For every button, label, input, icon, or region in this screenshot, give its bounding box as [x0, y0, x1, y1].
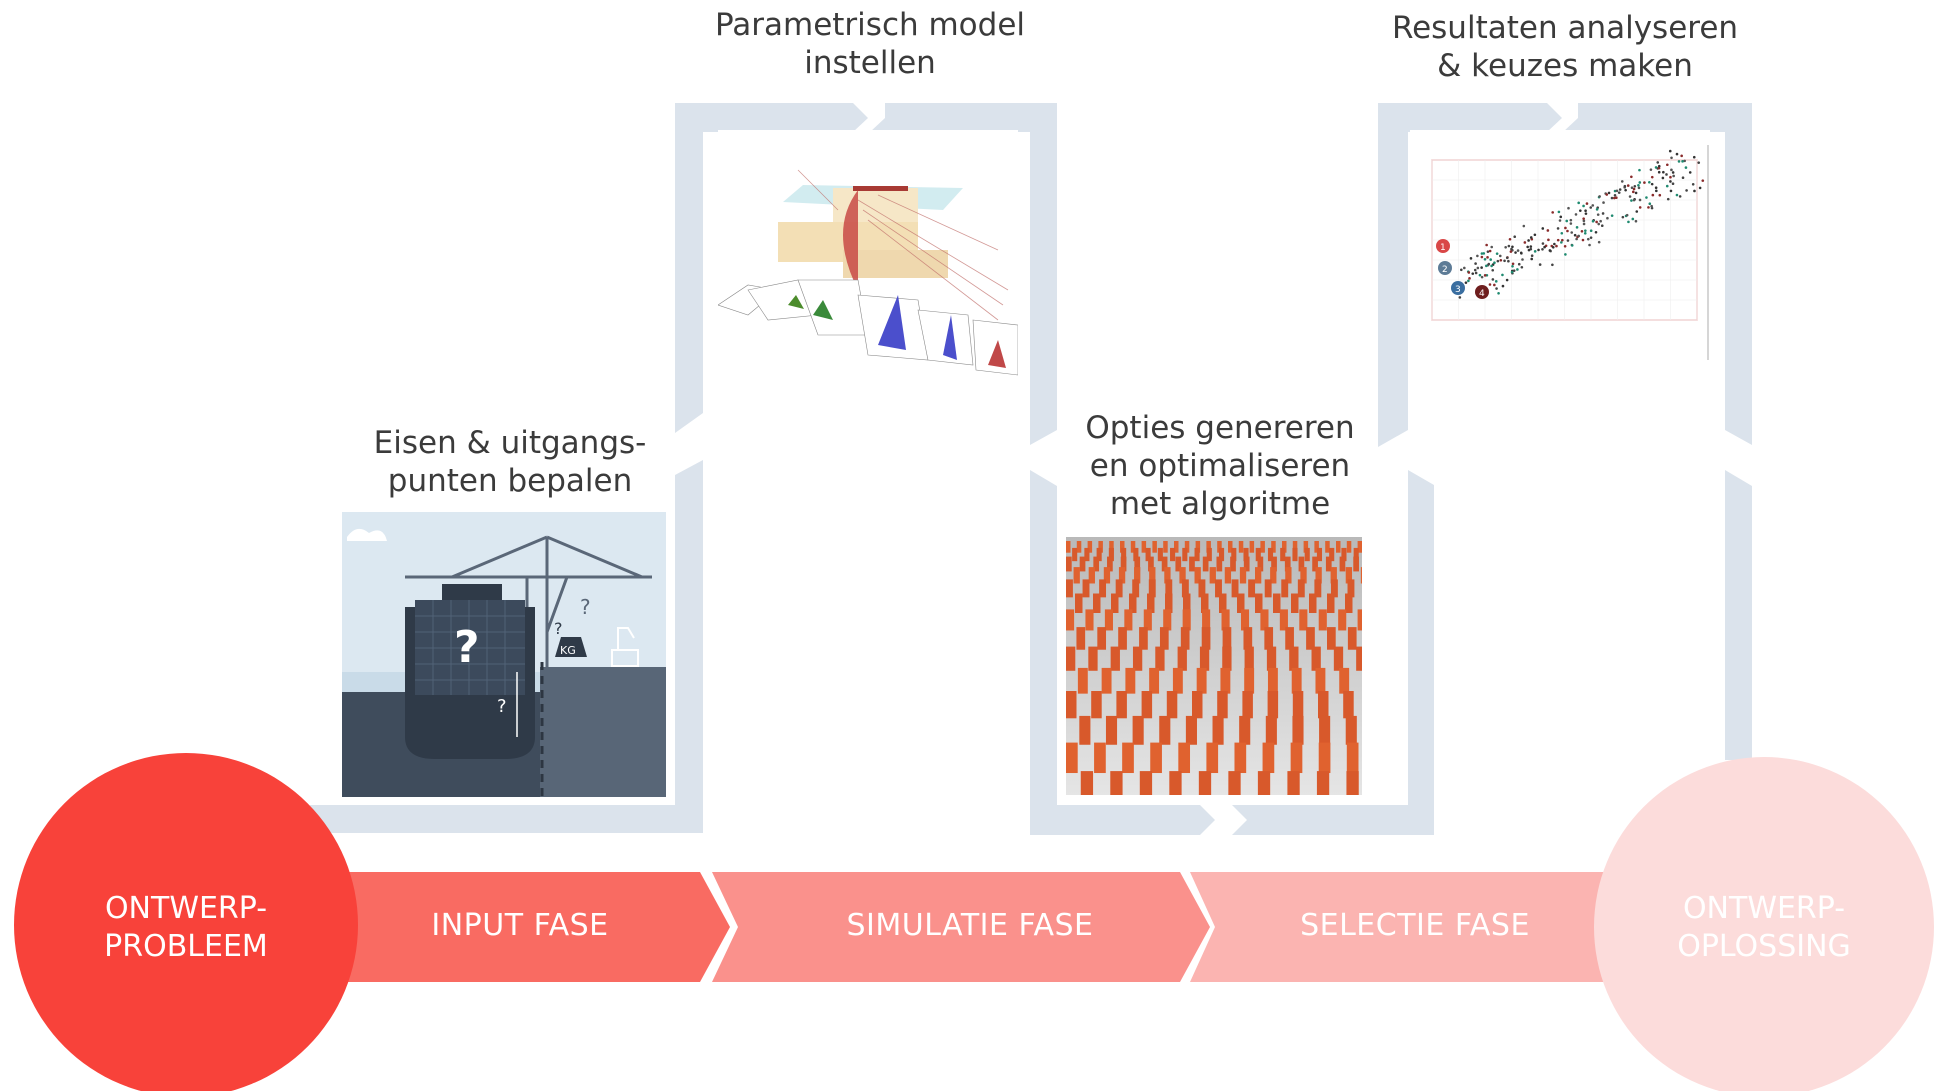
start-label: ONTWERP-PROBLEEM: [104, 891, 268, 964]
phase-selection: SELECTIE FASE: [1300, 908, 1530, 943]
svg-text:?: ?: [580, 595, 591, 619]
scatter-markers: 1 2 3 4: [1436, 239, 1489, 299]
step-label-resultaten: Resultaten analyseren& keuzes maken: [1391, 10, 1739, 84]
end-label: ONTWERP-OPLOSSING: [1677, 891, 1851, 964]
phase-input: INPUT FASE: [431, 908, 609, 943]
phase-arrow-input: [330, 872, 730, 982]
phase-arrow-selection: [1190, 872, 1640, 982]
end-circle: [1594, 757, 1934, 1091]
quay-ship-illustration: ? ? ? KG ?: [342, 512, 666, 797]
svg-text:3: 3: [1455, 285, 1461, 295]
svg-text:2: 2: [1442, 265, 1448, 275]
svg-text:?: ?: [554, 619, 563, 638]
step-label-eisen: Eisen & uitgangs-punten bepalen: [373, 425, 647, 499]
svg-text:1: 1: [1440, 243, 1446, 253]
start-circle: [14, 753, 358, 1091]
svg-text:4: 4: [1479, 289, 1485, 299]
phase-simulation: SIMULATIE FASE: [846, 908, 1094, 943]
svg-text:KG: KG: [560, 644, 576, 657]
svg-text:?: ?: [497, 696, 507, 717]
phase-arrow-simulation: [712, 872, 1210, 982]
parametric-model-illustration: [718, 130, 1018, 410]
generated-options-illustration: [1066, 537, 1362, 795]
pareto-scatter-illustration: 1 2 3 4: [1410, 130, 1710, 360]
svg-text:?: ?: [454, 622, 480, 673]
